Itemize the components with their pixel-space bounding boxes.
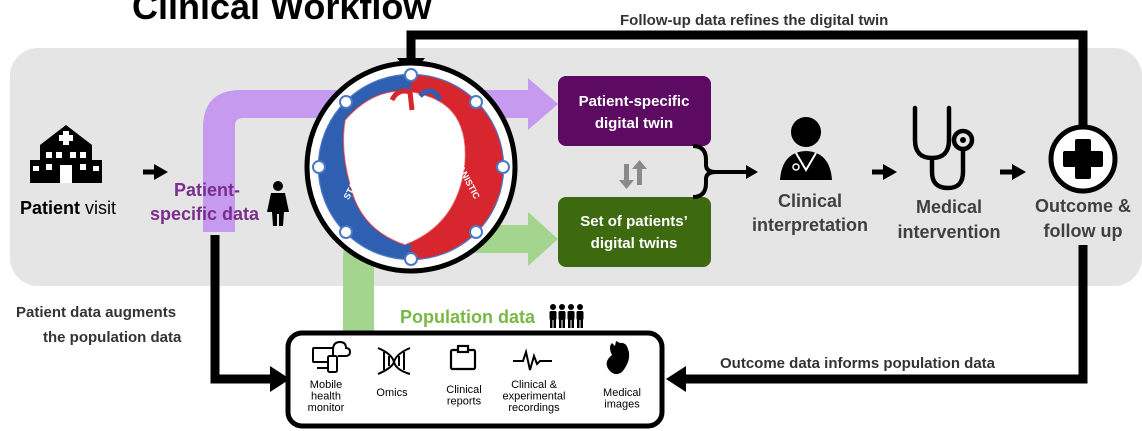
patient-augments-arrow <box>210 235 275 384</box>
merge-bracket <box>692 144 748 199</box>
patient-visit-label: Patient visit <box>20 198 116 218</box>
data-source-label: Omics <box>376 387 408 399</box>
followup-loop-arrow <box>406 30 1088 125</box>
person-icon <box>267 181 289 226</box>
patient-twin-label-1: Patient-specific <box>579 93 690 110</box>
set-twins-label-1: Set of patients’ <box>580 213 688 230</box>
set-twins-box <box>558 197 711 267</box>
patient-specific-data-label-2: specific data <box>150 204 260 224</box>
patient-twin-label-2: digital twin <box>595 115 673 132</box>
patient-augments-label-1: Patient data augments <box>16 304 176 321</box>
medical-intervention-label-1: Medical <box>916 197 982 217</box>
population-data-label: Population data <box>400 307 536 327</box>
heart-icon <box>606 341 630 375</box>
arrow-to-patient-data <box>154 164 168 180</box>
data-sources-box <box>285 330 665 429</box>
set-twins-label-2: digital twins <box>591 235 678 252</box>
outcome-label-1: Outcome & <box>1035 196 1131 216</box>
waveform-icon <box>513 348 552 371</box>
outcome-label-2: follow up <box>1044 221 1123 241</box>
diagram-title: Clinical Workflow <box>132 0 432 27</box>
data-source-label: Clinical <box>446 384 481 396</box>
patient-specific-data-label-1: Patient- <box>174 180 240 200</box>
outcome-plus-icon <box>1048 124 1118 194</box>
stethoscope-icon <box>912 105 975 191</box>
data-source-label: reports <box>447 396 482 408</box>
mobile-health-icon <box>312 340 352 373</box>
data-source-label: experimental <box>503 391 566 403</box>
patient-twin-box <box>558 76 711 146</box>
data-source-label: images <box>604 399 640 411</box>
data-source-label: Medical <box>603 387 641 399</box>
exchange-arrows-icon <box>619 160 647 189</box>
data-source-label: Clinical & <box>511 379 558 391</box>
data-source-label: monitor <box>308 402 345 414</box>
statistical-mechanistic-model: STATISTICAL MECHANISTIC <box>304 60 518 274</box>
clinical-interpretation-label-2: interpretation <box>752 215 868 235</box>
doctor-icon <box>780 117 832 180</box>
clinical-interpretation-label-1: Clinical <box>778 191 842 211</box>
dna-icon <box>377 347 411 375</box>
clipboard-icon <box>449 344 477 371</box>
patient-augments-label-2: the population data <box>43 329 182 346</box>
data-source-label: health <box>311 391 341 403</box>
population-people-icon <box>549 304 584 328</box>
hospital-icon <box>30 125 102 183</box>
outcome-informs-arrow <box>680 245 1088 384</box>
data-source-label: Mobile <box>310 379 342 391</box>
outcome-informs-label: Outcome data informs population data <box>720 355 996 372</box>
followup-label: Follow-up data refines the digital twin <box>620 12 888 29</box>
medical-intervention-label-2: intervention <box>897 222 1000 242</box>
data-source-label: recordings <box>508 402 560 414</box>
